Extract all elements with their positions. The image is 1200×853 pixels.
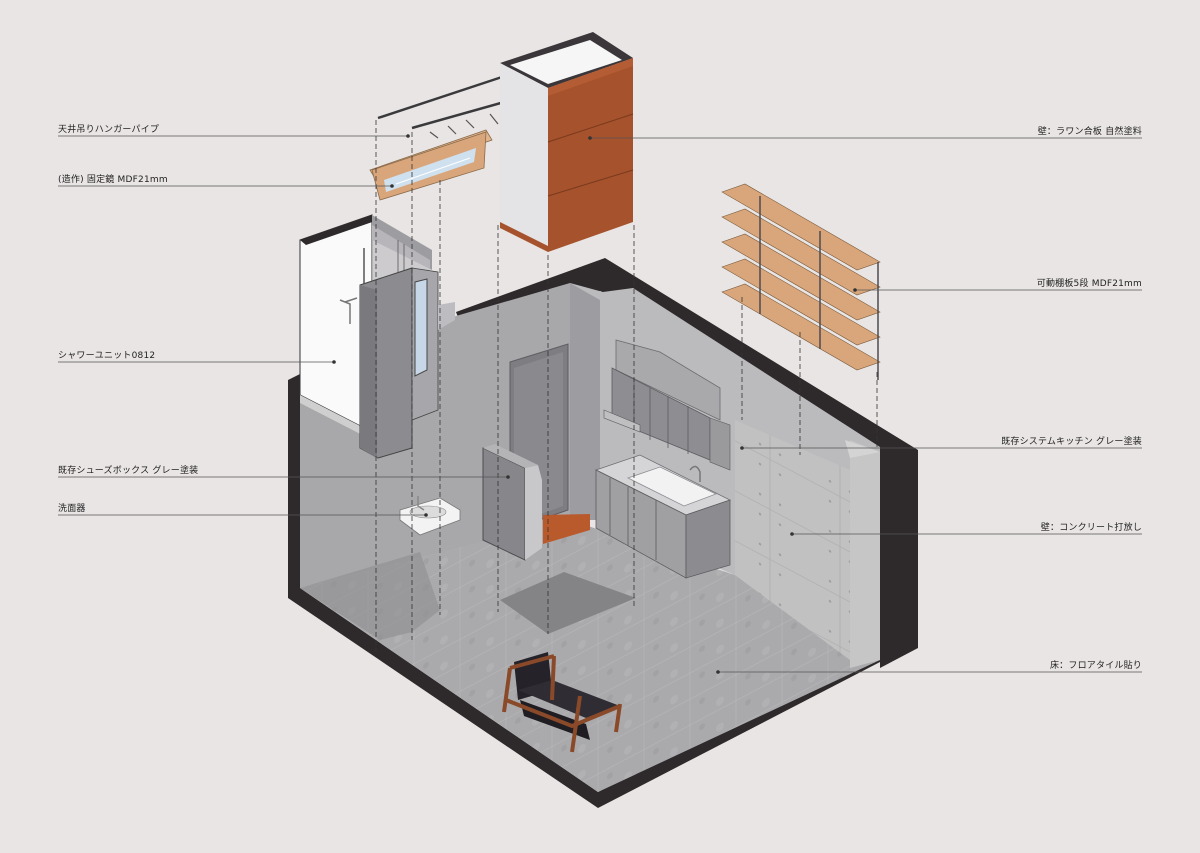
label-hanger-pipe: 天井吊りハンガーパイプ <box>58 125 160 135</box>
floor <box>300 520 880 792</box>
kitchen-unit <box>594 339 732 579</box>
concrete-wall <box>735 420 850 660</box>
label-wash-basin: 洗面器 <box>58 504 86 514</box>
label-concrete-wall: 壁：コンクリート打放し <box>1040 523 1142 533</box>
fixed-mirror <box>369 129 493 201</box>
label-floor: 床：フロアタイル貼り <box>1049 661 1142 671</box>
leader-dots <box>332 134 857 674</box>
shoe-box <box>482 444 542 561</box>
floor-mat <box>500 572 636 634</box>
label-shelves: 可動棚板5段 MDF21mm <box>1036 279 1142 289</box>
shelving-unit <box>721 183 881 380</box>
label-kitchen: 既存システムキッチン グレー塗装 <box>1001 437 1142 447</box>
projection-lines <box>375 120 878 652</box>
label-mirror: (造作) 固定鏡 MDF21mm <box>58 175 168 185</box>
shower-unit <box>299 214 455 459</box>
label-shower-unit: シャワーユニット0812 <box>58 351 156 361</box>
lounge-chair <box>502 652 622 753</box>
lauan-cabinet <box>500 32 634 252</box>
leader-lines <box>58 135 1142 673</box>
label-lauan-wall: 壁：ラワン合板 自然塗料 <box>1037 127 1142 137</box>
label-shoe-box: 既存シューズボックス グレー塗装 <box>58 466 199 476</box>
